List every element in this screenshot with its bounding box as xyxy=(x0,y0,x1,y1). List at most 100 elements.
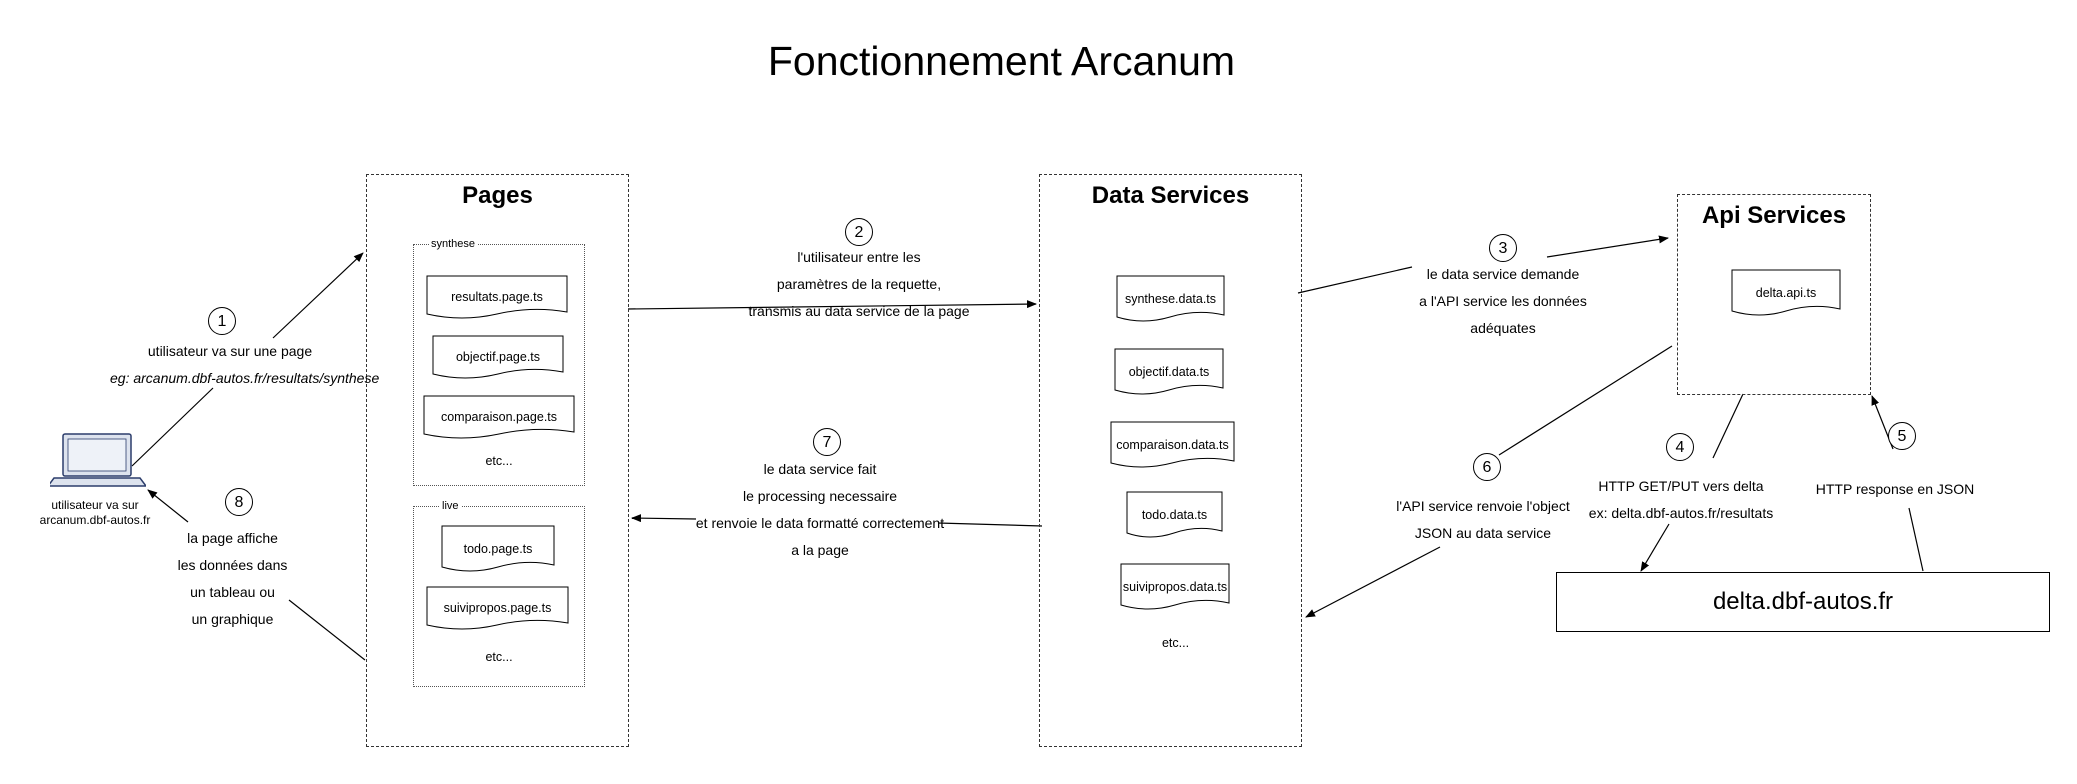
step-5-label: HTTP response en JSON xyxy=(1790,476,2000,503)
arrow-step-7 xyxy=(631,514,697,523)
step-3-line: le data service demande xyxy=(1426,266,1580,282)
document-icon xyxy=(1114,348,1224,395)
page-file-label: objectif.page.ts xyxy=(455,350,541,364)
line-step-3 xyxy=(1297,266,1413,294)
document-icon xyxy=(1731,269,1841,316)
data-services-container: Data Services xyxy=(1039,174,1302,747)
step-7-line: le processing necessaire xyxy=(742,488,898,504)
step-4-line: HTTP GET/PUT vers delta xyxy=(1598,478,1764,494)
pages-title: Pages xyxy=(462,182,533,209)
step-4-line: ex: delta.dbf-autos.fr/resultats xyxy=(1588,505,1774,521)
page-file-suivipropos[interactable]: suivipropos.page.ts xyxy=(426,586,569,630)
step-2-label: l'utilisateur entre les paramètres de la… xyxy=(719,244,999,325)
step-7-number: 7 xyxy=(813,428,841,456)
group-synthese: synthese xyxy=(413,238,585,486)
step-6-label: l'API service renvoie l'object JSON au d… xyxy=(1368,493,1598,547)
step-6-line: JSON au data service xyxy=(1414,525,1552,541)
step-1-label: utilisateur va sur une page eg: arcanum.… xyxy=(110,338,380,392)
page-file-label: todo.page.ts xyxy=(463,541,533,556)
laptop-icon-graphic xyxy=(46,433,148,487)
document-icon xyxy=(1126,491,1223,538)
page-file-resultats[interactable]: resultats.page.ts xyxy=(426,275,568,319)
delta-server-box: delta.dbf-autos.fr xyxy=(1556,572,2050,632)
line-step-8 xyxy=(288,599,366,661)
step-5-number: 5 xyxy=(1888,422,1916,450)
step-8-number: 8 xyxy=(225,488,253,516)
laptop-caption: utilisateur va sur arcanum.dbf-autos.fr xyxy=(30,498,160,528)
step-1-line: eg: arcanum.dbf-autos.fr/resultats/synth… xyxy=(110,370,380,386)
arrow-step-3 xyxy=(1546,235,1669,258)
step-7-line: et renvoie le data formatté correctement xyxy=(695,515,945,531)
api-services-title: Api Services xyxy=(1701,202,1847,229)
diagram-title: Fonctionnement Arcanum xyxy=(767,38,1236,84)
laptop-icon xyxy=(46,432,148,488)
document-icon xyxy=(441,525,555,572)
line-step-1 xyxy=(131,387,214,467)
line-step-6 xyxy=(1498,345,1673,456)
page-file-comparaison[interactable]: comparaison.page.ts xyxy=(423,395,575,439)
document-icon xyxy=(1116,275,1225,322)
document-icon xyxy=(426,275,568,319)
page-file-label: suivipropos.page.ts xyxy=(443,601,552,615)
data-file-comparaison[interactable]: comparaison.data.ts xyxy=(1110,421,1235,468)
step-8-line: la page affiche xyxy=(187,530,278,546)
data-file-label: synthese.data.ts xyxy=(1124,291,1217,306)
data-file-todo[interactable]: todo.data.ts xyxy=(1126,491,1223,538)
api-services-container: Api Services xyxy=(1677,194,1871,395)
step-8-line: un tableau ou xyxy=(190,584,275,600)
step-1-number: 1 xyxy=(208,307,236,335)
data-file-label: suivipropos.data.ts xyxy=(1122,579,1228,594)
step-2-line: l'utilisateur entre les xyxy=(797,249,921,265)
step-3-line: a l'API service les données xyxy=(1419,293,1587,309)
document-icon xyxy=(423,395,575,439)
arrow-step-6 xyxy=(1305,546,1441,618)
data-services-title: Data Services xyxy=(1091,182,1250,209)
step-6-number: 6 xyxy=(1473,453,1501,481)
step-8-line: un graphique xyxy=(191,611,274,627)
step-3-number: 3 xyxy=(1489,234,1517,262)
step-2-line: paramètres de la requette, xyxy=(776,276,942,292)
step-4-label: HTTP GET/PUT vers delta ex: delta.dbf-au… xyxy=(1556,473,1806,527)
laptop-caption-line: utilisateur va sur xyxy=(51,498,139,512)
api-file-delta[interactable]: delta.api.ts xyxy=(1731,269,1841,316)
step-8-label: la page affiche les données dans un tabl… xyxy=(160,525,305,633)
document-icon xyxy=(1120,563,1230,610)
pages-synthese-etc: etc... xyxy=(485,454,513,468)
data-file-suivipropos[interactable]: suivipropos.data.ts xyxy=(1120,563,1230,610)
step-7-line: le data service fait xyxy=(763,461,877,477)
arrow-step-8 xyxy=(147,489,189,523)
document-icon xyxy=(1110,421,1235,468)
pages-live-etc: etc... xyxy=(485,650,513,664)
group-live: live xyxy=(413,500,585,687)
data-services-etc: etc... xyxy=(1161,636,1190,650)
page-file-todo[interactable]: todo.page.ts xyxy=(441,525,555,572)
api-file-label: delta.api.ts xyxy=(1755,285,1817,300)
arrow-step-2 xyxy=(627,300,1037,310)
step-7-label: le data service fait le processing neces… xyxy=(680,456,960,564)
step-6-line: l'API service renvoie l'object xyxy=(1396,498,1570,514)
step-3-label: le data service demande a l'API service … xyxy=(1378,261,1628,342)
line-step-5 xyxy=(1908,507,1924,572)
step-2-line: transmis au data service de la page xyxy=(748,303,970,319)
page-file-label: comparaison.page.ts xyxy=(440,410,558,424)
line-step-4 xyxy=(1712,393,1744,459)
group-live-label: live xyxy=(440,500,461,512)
step-4-number: 4 xyxy=(1666,433,1694,461)
line-step-7 xyxy=(937,522,1043,527)
page-file-objectif[interactable]: objectif.page.ts xyxy=(432,335,564,379)
group-synthese-label: synthese xyxy=(429,238,478,250)
laptop-caption-line: arcanum.dbf-autos.fr xyxy=(39,513,151,527)
page-file-label: resultats.page.ts xyxy=(451,290,543,304)
pages-container: Pages xyxy=(366,174,629,747)
data-file-label: todo.data.ts xyxy=(1141,507,1208,522)
data-file-label: objectif.data.ts xyxy=(1128,364,1210,379)
data-file-objectif[interactable]: objectif.data.ts xyxy=(1114,348,1224,395)
step-5-line: HTTP response en JSON xyxy=(1815,481,1975,497)
data-file-label: comparaison.data.ts xyxy=(1116,437,1229,452)
data-file-synthese[interactable]: synthese.data.ts xyxy=(1116,275,1225,322)
arrow-step-4 xyxy=(1640,523,1670,572)
step-7-line: a la page xyxy=(791,542,849,558)
arrow-step-1 xyxy=(272,252,364,339)
step-3-line: adéquates xyxy=(1470,320,1536,336)
